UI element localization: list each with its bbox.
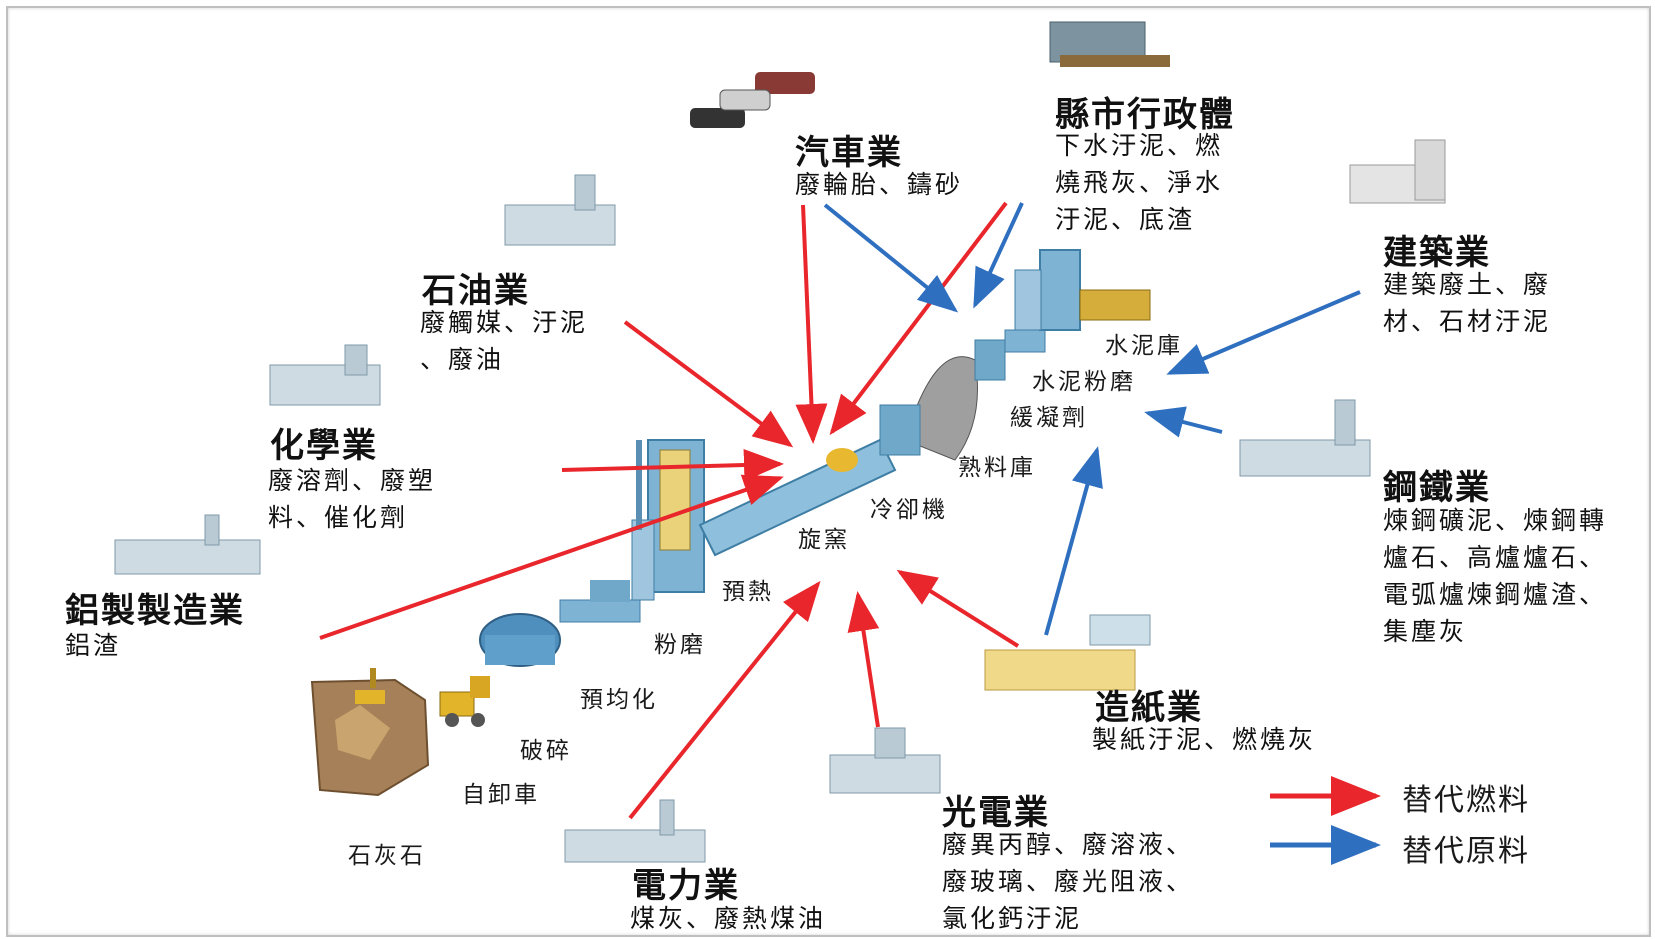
chemical-plant-illustration xyxy=(269,344,381,406)
stage-preheater-label: 預熱 xyxy=(722,579,774,605)
stage-retarder-label: 緩凝劑 xyxy=(1010,405,1088,431)
arrow-material-steel xyxy=(1144,406,1223,438)
automobile-desc-line-1: 廢輪胎、鑄砂 xyxy=(795,170,964,199)
legend-material-label: 替代原料 xyxy=(1402,834,1530,869)
stage-rotary-kiln-label: 旋窯 xyxy=(798,527,850,553)
paper-plant-illustration xyxy=(984,614,1151,691)
cement-mill-illustration xyxy=(1014,249,1151,331)
petroleum-desc-line-1: 廢觸媒、汙泥 xyxy=(420,308,589,337)
power-title: 電力業 xyxy=(632,866,740,906)
steel-title: 鋼鐵業 xyxy=(1383,468,1491,508)
automobile-title: 汽車業 xyxy=(795,133,903,173)
municipal-building-illustration xyxy=(1049,21,1170,67)
steel-desc-line-4: 集塵灰 xyxy=(1383,617,1468,646)
arrow-material-construction xyxy=(1166,290,1361,375)
arrow-material-municipal xyxy=(973,202,1024,309)
aluminum-plant-illustration xyxy=(114,514,261,575)
steel-desc-line-1: 煉鋼礦泥、煉鋼轉 xyxy=(1383,506,1608,535)
paper-title: 造紙業 xyxy=(1095,688,1203,728)
construction-building-illustration xyxy=(1349,139,1446,204)
optoelectronics-desc-line-3: 氯化鈣汙泥 xyxy=(942,904,1083,933)
legend-fuel-label: 替代燃料 xyxy=(1402,783,1530,818)
arrow-fuel-chemical xyxy=(561,448,784,481)
stage-prehomogenization-label: 預均化 xyxy=(580,687,658,713)
aluminum-desc-line-1: 鋁渣 xyxy=(65,631,122,660)
arrow-fuel-petroleum xyxy=(623,320,794,448)
chemical-title: 化學業 xyxy=(270,426,378,466)
crusher-illustration xyxy=(479,613,561,667)
dump-truck-illustration xyxy=(439,676,490,727)
stage-crushing-label: 破碎 xyxy=(520,738,572,764)
arrow-fuel-municipal xyxy=(829,201,1008,436)
stage-cement-silo-label: 水泥庫 xyxy=(1105,333,1183,359)
arrow-fuel-aluminum xyxy=(319,474,784,640)
stage-cement-grinding-label: 水泥粉磨 xyxy=(1032,369,1136,395)
municipal-desc-line-2: 燒飛灰、淨水 xyxy=(1055,168,1224,197)
stage-dump-truck-label: 自卸車 xyxy=(462,782,540,808)
aluminum-title: 鋁製製造業 xyxy=(65,591,245,631)
paper-desc-line-1: 製紙汙泥、燃燒灰 xyxy=(1092,725,1317,754)
construction-desc-line-1: 建築廢土、廢 xyxy=(1383,270,1552,299)
stage-limestone-label: 石灰石 xyxy=(348,843,426,869)
arrow-material-automobile xyxy=(823,203,959,313)
cooler-illustration xyxy=(879,356,978,461)
arrow-fuel-power xyxy=(628,580,821,820)
petroleum-desc-line-2: 、廢油 xyxy=(420,345,505,374)
prehomogenization-illustration xyxy=(559,580,641,623)
arrow-material-paper xyxy=(1044,446,1103,636)
chemical-desc-line-2: 料、催化劑 xyxy=(268,503,409,532)
optoelectronics-desc-line-2: 廢玻璃、廢光阻液、 xyxy=(942,867,1195,896)
arrow-fuel-automobile xyxy=(795,204,828,444)
optoelectronics-title: 光電業 xyxy=(942,793,1050,833)
clinker-silo-illustration xyxy=(974,329,1046,381)
power-desc-line-1: 煤灰、廢熱煤油 xyxy=(630,904,827,933)
municipal-title: 縣市行政體 xyxy=(1055,95,1235,135)
steel-desc-line-2: 爐石、高爐爐石、 xyxy=(1383,543,1608,572)
petroleum-title: 石油業 xyxy=(422,271,530,311)
stage-grinding-label: 粉磨 xyxy=(654,632,706,658)
power-plant-illustration xyxy=(564,799,706,863)
steel-plant-illustration xyxy=(1239,399,1371,477)
stage-clinker-silo-label: 熟料庫 xyxy=(958,455,1036,481)
arrow-fuel-optoelectronics xyxy=(847,591,880,728)
optoelectronics-plant-illustration xyxy=(829,727,941,794)
petroleum-plant-illustration xyxy=(504,174,616,246)
limestone-quarry-illustration xyxy=(310,668,430,797)
construction-desc-line-2: 材、石材汙泥 xyxy=(1383,307,1552,336)
steel-desc-line-3: 電弧爐煉鋼爐渣、 xyxy=(1383,580,1608,609)
construction-title: 建築業 xyxy=(1383,233,1491,273)
chemical-desc-line-1: 廢溶劑、廢塑 xyxy=(268,466,437,495)
municipal-desc-line-3: 汙泥、底渣 xyxy=(1055,205,1196,234)
rotary-kiln-illustration xyxy=(698,438,897,557)
stage-cooler-label: 冷卻機 xyxy=(870,497,948,523)
automobile-illustration xyxy=(690,72,815,128)
arrow-fuel-paper xyxy=(896,569,1020,648)
optoelectronics-desc-line-1: 廢異丙醇、廢溶液、 xyxy=(942,830,1195,859)
municipal-desc-line-1: 下水汙泥、燃 xyxy=(1055,131,1224,160)
